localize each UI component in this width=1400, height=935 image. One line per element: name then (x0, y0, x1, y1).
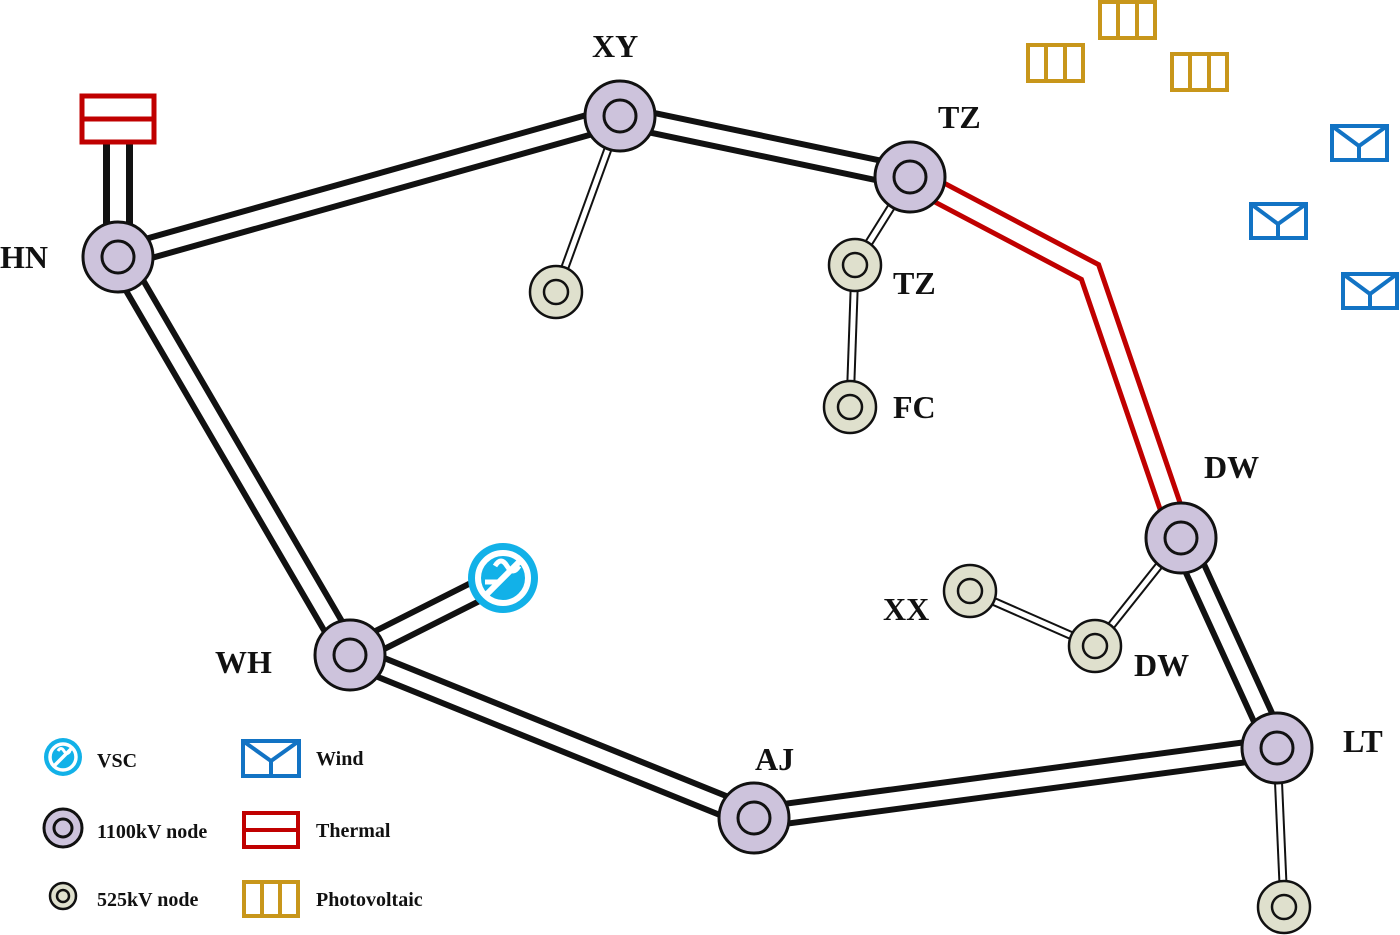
node-label-xy: XY (592, 28, 638, 64)
node-525kv-xy-branch (528, 264, 584, 320)
photovoltaic-plant-icon (1026, 43, 1085, 83)
legend-photovoltaic-icon (242, 880, 300, 918)
photovoltaic-plant-icon (1098, 0, 1157, 40)
legend-1100kv-node-icon (42, 807, 84, 849)
photovoltaic-plant-icon (1170, 52, 1229, 92)
node-525kv-xx (942, 563, 998, 619)
node-label-aj: AJ (755, 741, 794, 777)
wind-farm-icon (1249, 202, 1308, 240)
node-label-wh: WH (215, 644, 272, 680)
node-label-hn: HN (0, 239, 48, 275)
wind-farm-icon (1330, 124, 1389, 162)
node-1100kv-lt (1240, 711, 1314, 785)
legend-525kv-node-icon (48, 881, 78, 911)
node-label-dw-525: DW (1134, 647, 1189, 683)
node-1100kv-aj (717, 781, 791, 855)
legend-wind-icon (241, 739, 301, 778)
node-525kv-fc (822, 379, 878, 435)
legend: VSC 1100kV node 525kV node Wind Thermal (42, 738, 423, 918)
line-hn-xy (105, 103, 633, 270)
line-xy-tz (607, 103, 923, 190)
node-1100kv-wh (313, 618, 387, 692)
node-1100kv-hn (81, 220, 155, 294)
line-aj-lt (741, 735, 1290, 831)
node-525kv-dw (1067, 618, 1123, 674)
node-label-xx: XX (883, 591, 929, 627)
line-wh-aj (337, 642, 767, 831)
node-1100kv-tz (873, 140, 947, 214)
legend-label-vsc: VSC (97, 750, 137, 772)
node-525kv-lt-branch (1256, 879, 1312, 935)
line-dw-lt (1168, 525, 1290, 761)
node-label-lt: LT (1343, 723, 1383, 759)
node-525kv-tz (827, 237, 883, 293)
legend-thermal-icon (242, 811, 300, 849)
node-label-tz-1100: TZ (938, 99, 981, 135)
legend-vsc-icon (44, 738, 82, 776)
node-label-tz-525: TZ (893, 265, 936, 301)
legend-label-photovoltaic: Photovoltaic (316, 889, 423, 911)
line-tz-dw-red (903, 165, 1194, 543)
wind-farm-icon (1341, 272, 1399, 310)
node-label-dw-1100: DW (1204, 449, 1259, 485)
vsc-station-icon (468, 543, 538, 613)
line-hn-wh (105, 244, 363, 668)
thermal-plant-icon (79, 93, 157, 145)
node-1100kv-xy (583, 79, 657, 153)
legend-label-1100kv-node: 1100kV node (97, 821, 207, 843)
legend-label-thermal: Thermal (316, 820, 391, 842)
node-label-fc: FC (893, 389, 936, 425)
legend-label-525kv-node: 525kV node (97, 889, 198, 911)
legend-label-wind: Wind (316, 748, 363, 770)
node-1100kv-dw (1144, 501, 1218, 575)
